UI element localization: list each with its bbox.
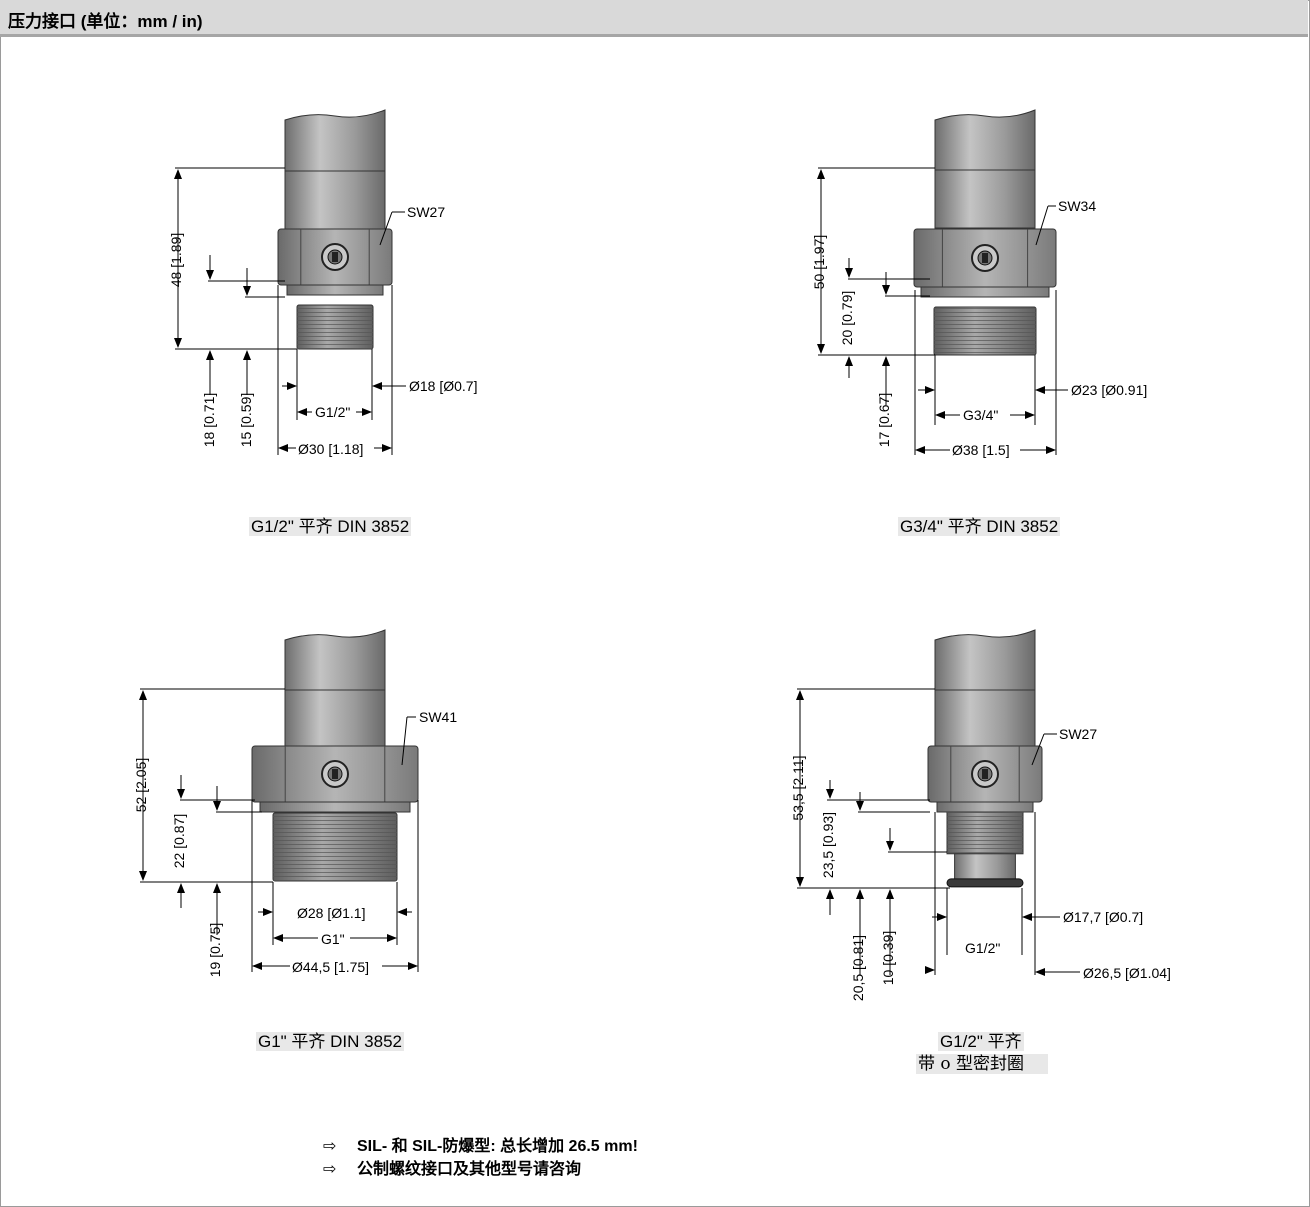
thread-lines xyxy=(947,812,1023,854)
dimension-label: G3/4" xyxy=(963,407,998,423)
collar xyxy=(259,801,411,813)
dimension-line xyxy=(401,716,408,766)
dimension-label: Ø23 [Ø0.91] xyxy=(1071,382,1147,398)
vent-screw-slot xyxy=(332,252,338,262)
housing-cylinder xyxy=(934,629,1036,749)
collar xyxy=(920,286,1050,298)
dimension-line xyxy=(379,211,393,246)
figure-g1: SW41 52 [2.05] 22 [0.87] 19 [0.75] Ø28 [Ø1.1… xyxy=(133,629,457,978)
sensor-body xyxy=(277,109,393,350)
dimension-label: 19 [0.75] xyxy=(207,923,223,978)
dimension-label: 15 [0.59] xyxy=(238,393,254,448)
vent-screw-slot xyxy=(332,769,338,779)
thread-lines xyxy=(273,813,397,881)
housing-cylinder xyxy=(934,109,1036,229)
caption-g1: G1" 平齐 DIN 3852 xyxy=(256,1032,404,1052)
wrench-size-label: SW27 xyxy=(407,204,445,220)
dimension-label: G1" xyxy=(321,931,345,947)
sensor-body xyxy=(927,629,1043,888)
note-item: ⇨ 公制螺纹接口及其他型号请咨询 xyxy=(323,1158,638,1181)
dimension-label: 20 [0.79] xyxy=(839,291,855,346)
notes-list: ⇨ SIL- 和 SIL-防爆型: 总长增加 26.5 mm! ⇨ 公制螺纹接口及其… xyxy=(323,1135,638,1181)
dimension-label: 23,5 [0.93] xyxy=(820,812,836,878)
caption-g34-text: G3/4" 平齐 DIN 3852 xyxy=(898,517,1061,536)
dimension-label: 52 [2.05] xyxy=(133,758,149,813)
note-item: ⇨ SIL- 和 SIL-防爆型: 总长增加 26.5 mm! xyxy=(323,1135,638,1158)
sensor-body xyxy=(913,109,1057,356)
wrench-size-label: SW41 xyxy=(419,709,457,725)
wrench-size-label: SW27 xyxy=(1059,726,1097,742)
arrow-right-icon: ⇨ xyxy=(323,1136,337,1155)
wrench-size-label: SW34 xyxy=(1058,198,1096,214)
dimension-label: G1/2" xyxy=(315,404,350,420)
o-ring xyxy=(946,878,1024,888)
figure-g34: SW34 50 [1.97] 20 [0.79] 17 [0.67] Ø23 [Ø0.9… xyxy=(811,109,1147,458)
dimension-label: 50 [1.97] xyxy=(811,235,827,290)
arrow-right-icon: ⇨ xyxy=(323,1159,337,1178)
note-text: 公制螺纹接口及其他型号请咨询 xyxy=(357,1161,582,1178)
dimension-label: G1/2" xyxy=(965,940,1000,956)
caption-g12o-line2: 带 o 型密封圈 xyxy=(916,1054,1049,1074)
figure-g12o: SW27 53,5 [2.11] 23,5 [0.93] 20,5 [0.81] 10 … xyxy=(790,629,1171,1001)
caption-g12-text: G1/2" 平齐 DIN 3852 xyxy=(249,517,412,536)
dimension-label: 18 [0.71] xyxy=(201,393,217,448)
vent-screw-slot xyxy=(982,253,988,263)
collar xyxy=(286,284,384,296)
vent-screw-slot xyxy=(982,769,988,779)
dimension-label: Ø30 [1.18] xyxy=(298,441,363,457)
dimension-label: Ø28 [Ø1.1] xyxy=(297,905,365,921)
dimension-line xyxy=(1031,733,1045,766)
dimension-line xyxy=(1035,205,1049,246)
seal-shaft xyxy=(954,853,1016,881)
dimension-label: 53,5 [2.11] xyxy=(790,755,806,820)
dimension-label: Ø18 [Ø0.7] xyxy=(409,378,477,394)
housing-cylinder xyxy=(284,629,386,749)
caption-g1-text: G1" 平齐 DIN 3852 xyxy=(256,1032,404,1051)
caption-g12o: G1/2" 平齐 xyxy=(938,1032,1024,1052)
dimension-label: 48 [1.89] xyxy=(168,233,184,288)
caption-g12: G1/2" 平齐 DIN 3852 xyxy=(249,517,412,537)
caption-g12o-2: 带 o 型密封圈 xyxy=(916,1054,1049,1074)
thread-lines xyxy=(934,307,1036,355)
section-title: 压力接口 (单位：mm / in) xyxy=(8,12,203,31)
sensor-body xyxy=(251,629,419,882)
dimension-label: Ø44,5 [1.75] xyxy=(292,959,369,975)
dimension-label: 17 [0.67] xyxy=(876,393,892,448)
section-header: 压力接口 (单位：mm / in) xyxy=(0,0,1308,37)
dimension-label: 22 [0.87] xyxy=(171,814,187,869)
dimension-label: Ø26,5 [Ø1.04] xyxy=(1083,965,1171,981)
figure-g12: SW27 48 [1.89] 18 [0.71] 15 [0.59] Ø18 [Ø0.7… xyxy=(166,109,477,457)
caption-g34: G3/4" 平齐 DIN 3852 xyxy=(898,517,1061,537)
dimension-label: Ø17,7 [Ø0.7] xyxy=(1063,909,1143,925)
note-text: SIL- 和 SIL-防爆型: 总长增加 26.5 mm! xyxy=(357,1138,638,1155)
dimension-label: 10 [0.39] xyxy=(880,931,896,986)
caption-g12o-line1: G1/2" 平齐 xyxy=(938,1032,1024,1051)
housing-cylinder xyxy=(284,109,386,231)
collar xyxy=(936,801,1034,813)
dimension-label: 20,5 [0.81] xyxy=(850,935,866,1001)
thread-lines xyxy=(297,305,373,349)
dimension-label: Ø38 [1.5] xyxy=(952,442,1010,458)
